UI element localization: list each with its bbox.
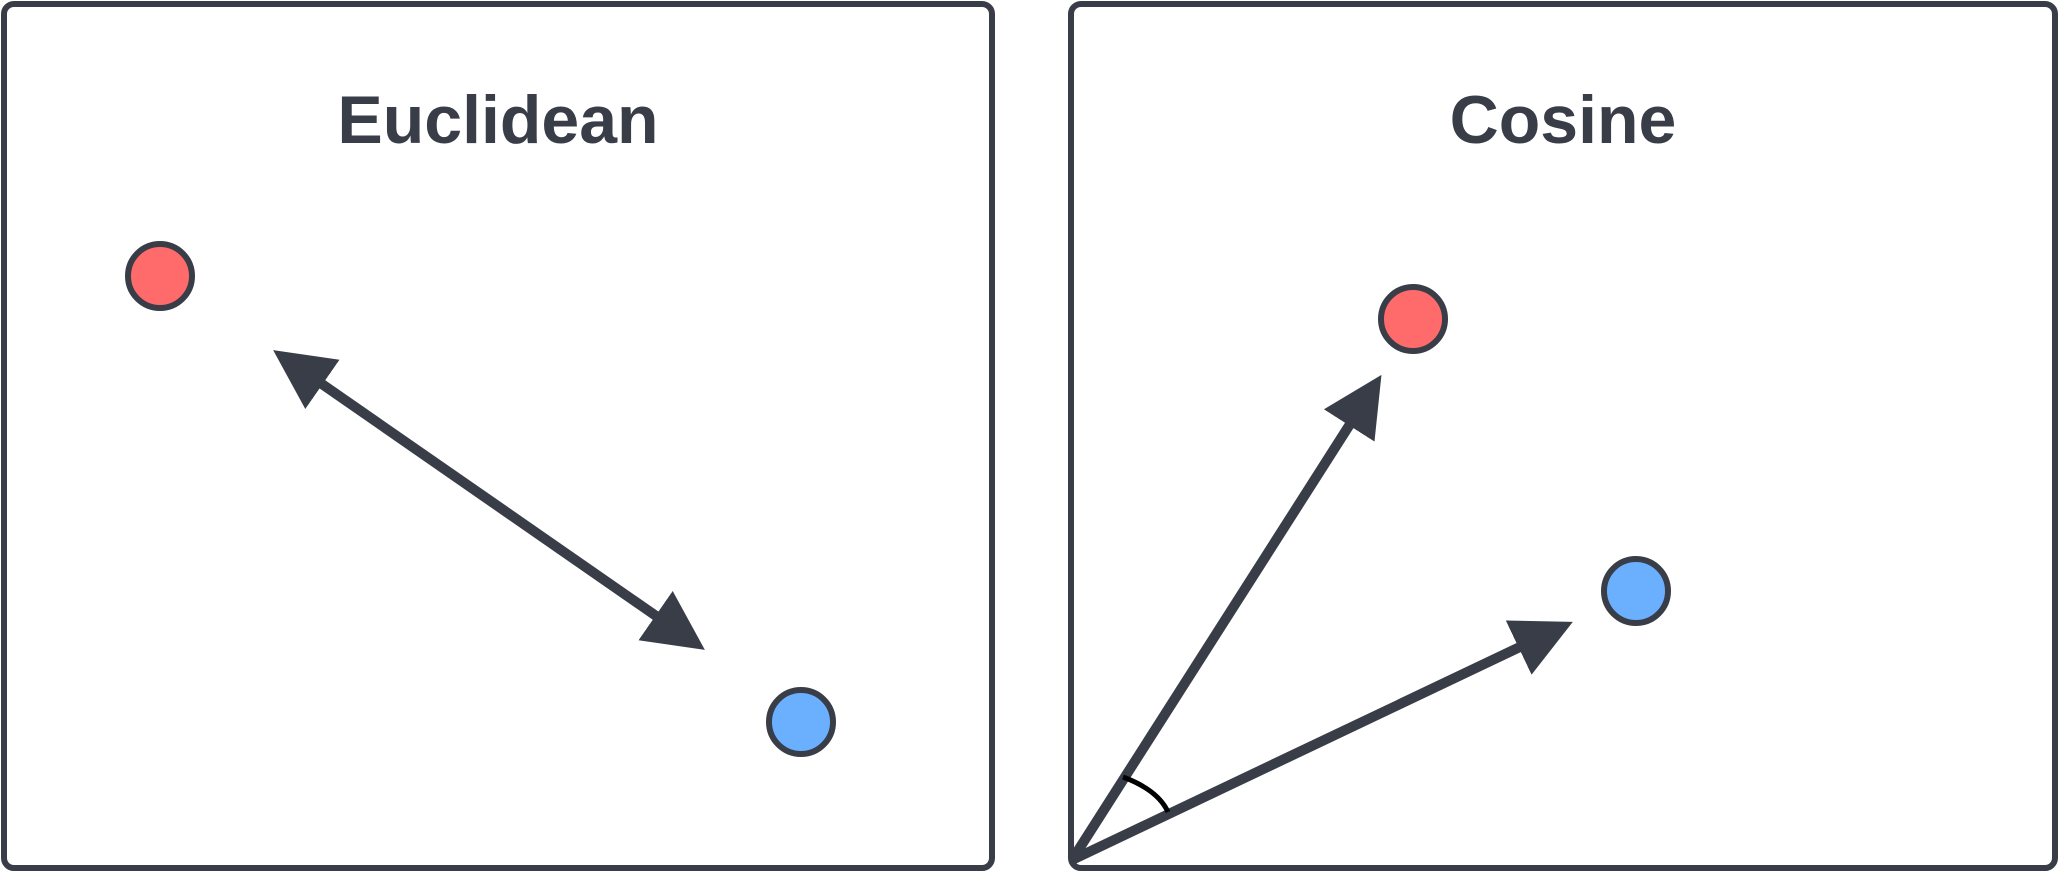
euclidean-panel: Euclidean	[1, 1, 995, 871]
euclidean-title: Euclidean	[337, 82, 658, 158]
cosine-red-point	[1378, 284, 1448, 354]
euclidean-blue-point	[766, 687, 836, 757]
cosine-blue-point	[1601, 556, 1671, 626]
cosine-blue-vector-arrow	[1069, 620, 1573, 865]
cosine-angle-arc	[1122, 774, 1171, 814]
euclidean-red-point	[125, 241, 195, 311]
cosine-title: Cosine	[1450, 82, 1677, 158]
cosine-panel: Cosine	[1067, 1, 2058, 871]
cosine-red-vector-arrow	[1067, 374, 1382, 863]
euclidean-distance-arrow	[273, 350, 705, 650]
cosine-panel-frame	[1068, 1, 2058, 871]
